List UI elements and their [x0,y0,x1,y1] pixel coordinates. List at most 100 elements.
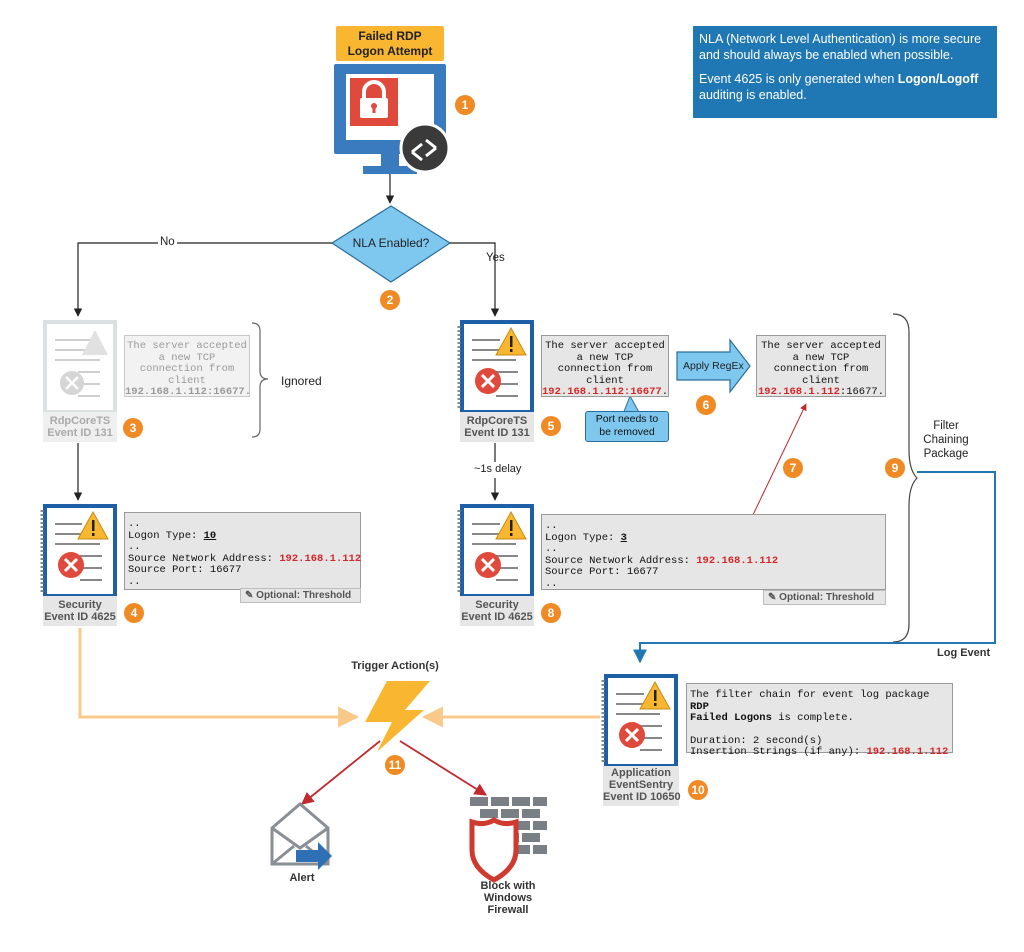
right-sec-logon-type-label: Logon Type: [545,531,621,544]
arrow-to-firewall [399,740,488,796]
step-4-badge: 4 [124,603,144,623]
right-sec-label: Security Event ID 4625 [461,599,533,623]
arrow-sec-to-trigger [78,628,360,728]
right-sec-log-box: .. Logon Type: 3 .. Source Network Addre… [541,514,886,590]
step-1-badge: 1 [455,95,475,115]
left-rdp-label-bg [43,412,117,442]
lightning-icon [365,681,430,752]
right-rdp-log-text: The server accepted a new TCP connection… [545,340,665,387]
left-sec-label: Security Event ID 4625 [44,599,116,623]
left-rdp-notebook-icon [43,320,117,414]
app-text-bold2: Failed Logons [690,712,772,724]
right-rdp-label-bg [460,412,534,442]
regex-result-log-box: The server accepted a new TCP connection… [756,335,886,398]
regex-result-ip: 192.168.1.112 [757,386,840,398]
right-sec-line3: .. [545,543,558,555]
right-rdp-label: RdpCoreTS Event ID 131 [464,415,530,439]
log-event-label: Log Event [937,647,991,659]
log-event-arrow [633,471,996,664]
left-sec-src-label: Source Network Address: [128,552,280,565]
step-9-badge: 9 [885,458,905,478]
step-3-badge: 3 [123,418,143,438]
ignored-label: Ignored [281,374,322,388]
apply-regex-arrow [676,338,751,394]
left-sec-logon-type: 10 [203,529,217,542]
trigger-label: Trigger Action(s) [351,660,439,672]
yes-label: Yes [486,252,505,264]
monitor-icon [334,64,451,174]
left-rdp-log-text: The server accepted a new TCP connection… [127,340,247,387]
right-sec-line6: .. [545,577,558,590]
firewall-icon [469,797,547,883]
filter-chain-bracket [892,313,918,643]
app-text-bold1: RDP [690,700,709,713]
right-sec-label-bg [460,596,534,626]
app-label: Application EventSentry Event ID 10650 [603,767,681,803]
left-threshold-tag: ✎ Optional: Threshold [240,588,361,603]
app-log-line-1: The filter chain for event log package R… [690,689,949,713]
ignored-bracket [251,322,269,438]
app-insertion-label: Insertion Strings (if any): [690,746,867,758]
left-threshold-label: Optional: Threshold [256,590,352,601]
right-security-notebook-icon [457,504,534,598]
step-7-badge: 7 [783,458,803,478]
info-line-2-bold: Logon/Logoff [897,72,979,86]
left-sec-line1: .. [128,518,141,530]
filter-chain-label: Filter Chaining Package [923,420,969,460]
info-line-1: NLA (Network Level Authentication) is mo… [699,32,982,62]
app-log-line-2: Failed Logons is complete. [690,712,949,725]
left-sec-label-bg [43,596,117,626]
left-sec-src-ip: 192.168.1.112 [279,552,362,565]
step-11-badge: 11 [385,755,405,775]
left-sec-line6: .. [128,575,141,588]
right-sec-port: Source Port: 16677 [545,566,659,578]
right-sec-src-label: Source Network Address: [545,554,697,567]
nla-decision-diamond [330,205,452,283]
right-sec-logon-type: 3 [620,531,627,544]
right-rdp-log-ip: 192.168.1.112:16677 [542,386,662,398]
regex-result-text: The server accepted a new TCP connection… [761,340,881,387]
info-line-2-pre: Event 4625 is only generated when [699,72,898,86]
right-threshold-tag: ✎ Optional: Threshold [763,590,886,605]
info-line-2: Event 4625 is only generated when Logon/… [699,71,991,103]
step-8-badge: 8 [541,603,561,623]
apply-regex-label: Apply RegEx [683,360,744,372]
right-rdp-log-ip-end: . [661,386,669,398]
app-label-bg [603,766,679,806]
no-label: No [158,236,177,248]
left-rdp-log-ip: 192.168.1.112:16677. [125,386,252,398]
decision-label: NLA Enabled? [352,236,430,250]
delay-label: ~1s delay [474,463,522,475]
right-threshold-label: Optional: Threshold [779,592,875,603]
block-label: Block with Windows Firewall [480,880,536,916]
info-line-2-post: auditing is enabled. [699,88,807,102]
left-rdp-label: RdpCoreTS Event ID 131 [47,415,113,439]
arrow-yes-branch [450,242,500,317]
diagram-title: Failed RDP Logon Attempt [336,26,444,61]
step-6-badge: 6 [696,395,716,415]
right-rdp-notebook-icon [457,320,534,414]
left-sec-line3: .. [128,541,141,553]
right-rdp-log-box: The server accepted a new TCP connection… [541,335,669,398]
app-log-box: The filter chain for event log package R… [686,683,953,758]
app-duration: Duration: 2 second(s) [690,734,823,747]
step-10-badge: 10 [688,780,708,800]
left-rdp-log-box: The server accepted a new TCP connection… [124,335,252,398]
alert-label: Alert [289,872,315,884]
application-notebook-icon [601,674,678,768]
app-insertion-line: Insertion Strings (if any): 192.168.1.11… [690,746,949,759]
app-text-pre: The filter chain for event log package [690,689,930,701]
app-insertion-ip: 192.168.1.112 [866,746,949,758]
left-sec-log-box: .. Logon Type: 10 .. Source Network Addr… [124,512,361,590]
regex-result-ip-end: :16677. [839,386,885,398]
port-note: Port needs to be removed [585,411,669,442]
info-note: NLA (Network Level Authentication) is mo… [693,26,997,118]
arrow-no-branch [73,242,332,317]
left-sec-port: Source Port: 16677 [128,564,242,576]
step-5-badge: 5 [541,416,561,436]
right-sec-line1: .. [545,520,558,532]
app-text-post: is complete. [771,712,854,724]
envelope-icon [270,802,332,870]
arrow-to-alert [301,740,381,805]
